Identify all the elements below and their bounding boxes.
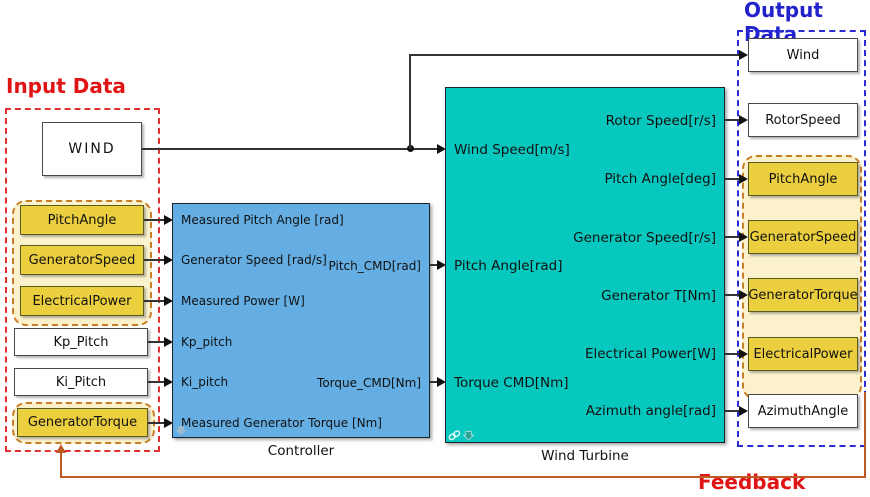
controller-port-in-3: Measured Power [W] [181, 294, 305, 308]
controller-name-label: Controller [267, 443, 335, 459]
turbine-port-in-1: Wind Speed[m/s] [454, 142, 570, 158]
input-data-title: Input Data [6, 74, 126, 98]
block-generatortorque-output[interactable]: GeneratorTorque [748, 278, 858, 312]
controller-port-in-4: Kp_pitch [181, 335, 233, 349]
arrowhead [164, 337, 173, 347]
connection-line [725, 178, 739, 180]
connection-line [144, 259, 164, 261]
connection-line [144, 219, 164, 221]
feedback-title: Feedback [698, 470, 806, 494]
variant-down-arrow-icon [463, 430, 474, 441]
output-data-group-box [737, 30, 866, 447]
connection-line [725, 353, 739, 355]
turbine-port-out-4: Generator T[Nm] [601, 288, 716, 304]
arrowhead [739, 406, 748, 416]
arrowhead [739, 349, 748, 359]
arrowhead [164, 296, 173, 306]
arrowhead [437, 377, 446, 387]
block-kp-pitch[interactable]: Kp_Pitch [14, 328, 148, 356]
turbine-port-out-5: Electrical Power[W] [584, 346, 716, 362]
connection-line [725, 410, 739, 412]
connection-line [148, 341, 164, 343]
block-wind-turbine[interactable]: Wind Speed[m/s] Pitch Angle[rad] Torque … [445, 87, 725, 443]
arrowhead [437, 260, 446, 270]
block-rotorspeed-output[interactable]: RotorSpeed [748, 103, 858, 137]
input-data-group-box [5, 108, 160, 452]
arrowhead [739, 115, 748, 125]
feedback-line-right [864, 392, 866, 478]
connection-line [409, 54, 739, 56]
block-wind-source[interactable]: WIND [42, 122, 142, 176]
down-arrow-badge-icon [175, 424, 187, 436]
controller-port-in-2: Generator Speed [rad/s] [181, 253, 327, 267]
connection-line [725, 119, 739, 121]
connection-line [148, 422, 164, 424]
turbine-port-out-1: Rotor Speed[r/s] [605, 113, 716, 129]
block-ki-pitch[interactable]: Ki_Pitch [14, 368, 148, 396]
feedback-line-left [60, 452, 62, 478]
block-controller[interactable]: Measured Pitch Angle [rad] Generator Spe… [172, 203, 430, 438]
arrowhead [739, 232, 748, 242]
feedback-arrowhead [56, 444, 66, 453]
connection-line [142, 148, 437, 150]
arrowhead [739, 50, 748, 60]
block-generatorspeed-output[interactable]: GeneratorSpeed [748, 220, 858, 254]
connection-line [144, 300, 164, 302]
block-pitchangle-output[interactable]: PitchAngle [748, 162, 858, 196]
turbine-port-in-3: Torque CMD[Nm] [454, 375, 569, 391]
arrowhead [739, 174, 748, 184]
arrowhead [164, 255, 173, 265]
controller-port-in-5: Ki_pitch [181, 375, 229, 389]
turbine-port-out-2: Pitch Angle[deg] [604, 171, 716, 187]
controller-port-in-6: Measured Generator Torque [Nm] [181, 416, 382, 430]
connection-line [430, 381, 438, 383]
block-generatortorque-input[interactable]: GeneratorTorque [17, 408, 148, 437]
controller-port-out-2: Torque_CMD[Nm] [317, 376, 421, 390]
connection-line [430, 264, 438, 266]
turbine-port-out-6: Azimuth angle[rad] [585, 403, 716, 419]
connection-line [725, 294, 739, 296]
controller-port-in-1: Measured Pitch Angle [rad] [181, 213, 344, 227]
turbine-port-out-3: Generator Speed[r/s] [573, 230, 716, 246]
block-electricalpower-input[interactable]: ElectricalPower [20, 286, 144, 316]
library-link-icon [448, 430, 462, 441]
block-electricalpower-output[interactable]: ElectricalPower [748, 337, 858, 371]
turbine-port-in-2: Pitch Angle[rad] [454, 258, 563, 274]
connection-line [409, 54, 411, 149]
arrowhead [164, 377, 173, 387]
block-generatorspeed-input[interactable]: GeneratorSpeed [20, 245, 144, 275]
arrowhead [164, 215, 173, 225]
wind-turbine-name-label: Wind Turbine [541, 448, 629, 464]
block-wind-output[interactable]: Wind [748, 38, 858, 72]
arrowhead [164, 418, 173, 428]
arrowhead [437, 144, 446, 154]
feedback-line-bottom [60, 476, 866, 478]
block-pitchangle-input[interactable]: PitchAngle [20, 205, 144, 235]
connection-line [148, 381, 164, 383]
controller-port-out-1: Pitch_CMD[rad] [328, 259, 421, 273]
arrowhead [739, 290, 748, 300]
block-azimuthangle-output[interactable]: AzimuthAngle [748, 394, 858, 428]
connection-line [725, 236, 739, 238]
